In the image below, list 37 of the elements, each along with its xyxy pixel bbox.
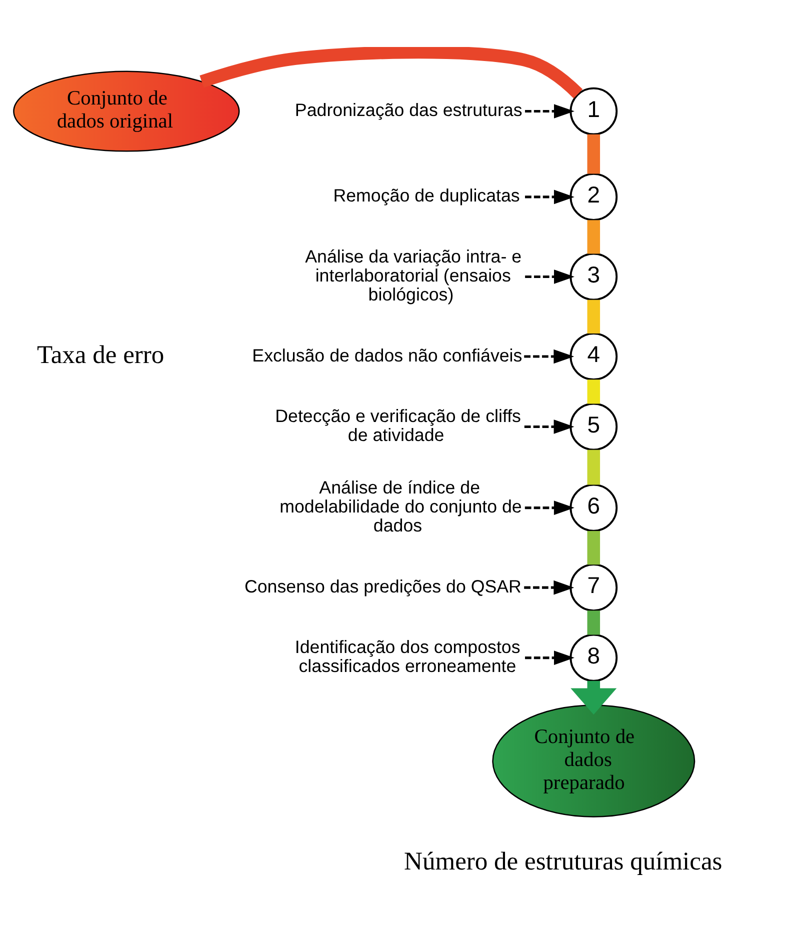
arrow (524, 580, 574, 594)
connector (587, 379, 600, 404)
label: Número de estruturas químicas (404, 846, 722, 875)
node-text: Análise de índice de modelabilidade do conjunto de dados (280, 476, 522, 536)
connector (587, 449, 600, 484)
arrow (570, 680, 617, 714)
connector (587, 220, 600, 254)
node-ellipse: Conjunto de dados preparado (492, 704, 696, 817)
connector (200, 46, 583, 98)
connector (587, 299, 600, 334)
node-text: Exclusão de dados não confiáveis (252, 344, 522, 365)
node-circle: 4 (570, 332, 618, 380)
connector (587, 610, 600, 634)
arrow (525, 189, 574, 204)
node-text: Identificação dos compostos classificados erroneamente (294, 636, 520, 676)
node-text: Análise da variação intra- e interlaboratorial (ensaios biológicos) (305, 246, 522, 304)
node-circle: 2 (570, 172, 618, 220)
arrow (524, 500, 574, 514)
node-ellipse: Conjunto de dados original (13, 70, 240, 152)
label: Taxa de erro (37, 339, 164, 368)
connector (587, 530, 600, 564)
arrow (524, 419, 574, 434)
node-circle: 6 (570, 483, 618, 532)
node-text: Consenso das predições do QSAR (244, 576, 522, 596)
node-text: Remoção de duplicatas (333, 185, 520, 206)
arrow (525, 104, 574, 118)
node-text: Detecção e verificação de cliffs de atividade (275, 405, 521, 445)
arrow (524, 348, 574, 364)
arrow (525, 650, 574, 664)
node-circle: 3 (570, 252, 618, 300)
node-circle: 7 (570, 563, 618, 612)
connector (587, 134, 600, 174)
node-circle: 8 (570, 633, 618, 682)
node-text: Padronização das estruturas (294, 100, 522, 120)
arrow (525, 269, 574, 284)
node-circle: 5 (570, 402, 618, 450)
node-circle: 1 (570, 86, 618, 135)
